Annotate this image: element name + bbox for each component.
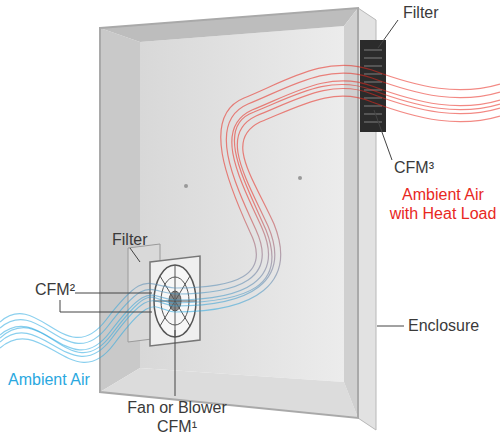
leader-lines xyxy=(60,20,404,396)
callout-label: Filter xyxy=(112,230,172,249)
callout-label: Ambient Air xyxy=(8,370,118,389)
front-frame xyxy=(100,8,358,418)
airflow-ribbon xyxy=(0,65,500,362)
callout-label: Fan or Blower CFM¹ xyxy=(122,398,232,436)
back-wall xyxy=(140,26,344,382)
fan-grill xyxy=(154,265,196,337)
callout-label: Enclosure xyxy=(408,316,498,335)
stud xyxy=(298,176,302,180)
stud xyxy=(184,184,188,188)
right-wall xyxy=(344,8,358,418)
callout-label: CFM³ xyxy=(394,158,474,177)
fan-guard xyxy=(154,265,196,337)
callout-label: Ambient Air with Heat Load xyxy=(388,185,498,223)
callout-label: CFM² xyxy=(35,280,95,299)
callout-label: Filter xyxy=(403,3,483,22)
